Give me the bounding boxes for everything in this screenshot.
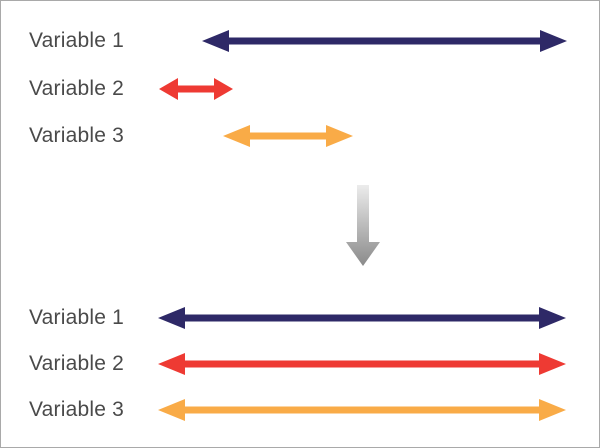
variable-label: Variable 1 — [29, 306, 125, 329]
variable-label: Variable 1 — [29, 29, 125, 52]
range-arrow — [158, 399, 566, 421]
variable-row: Variable 2 — [1, 350, 599, 378]
range-arrow — [202, 30, 567, 52]
down-arrow-icon — [346, 185, 380, 266]
variable-row: Variable 2 — [1, 75, 599, 103]
variable-row: Variable 1 — [1, 27, 599, 55]
variable-label: Variable 3 — [29, 124, 125, 147]
variable-row: Variable 1 — [1, 304, 599, 332]
variable-label: Variable 3 — [29, 398, 125, 421]
range-arrow — [158, 353, 566, 375]
range-arrow — [159, 78, 233, 100]
range-arrow — [158, 307, 566, 329]
variable-row: Variable 3 — [1, 396, 599, 424]
variable-label: Variable 2 — [29, 77, 125, 100]
variable-row: Variable 3 — [1, 122, 599, 150]
range-arrow — [223, 125, 353, 147]
variable-label: Variable 2 — [29, 352, 125, 375]
